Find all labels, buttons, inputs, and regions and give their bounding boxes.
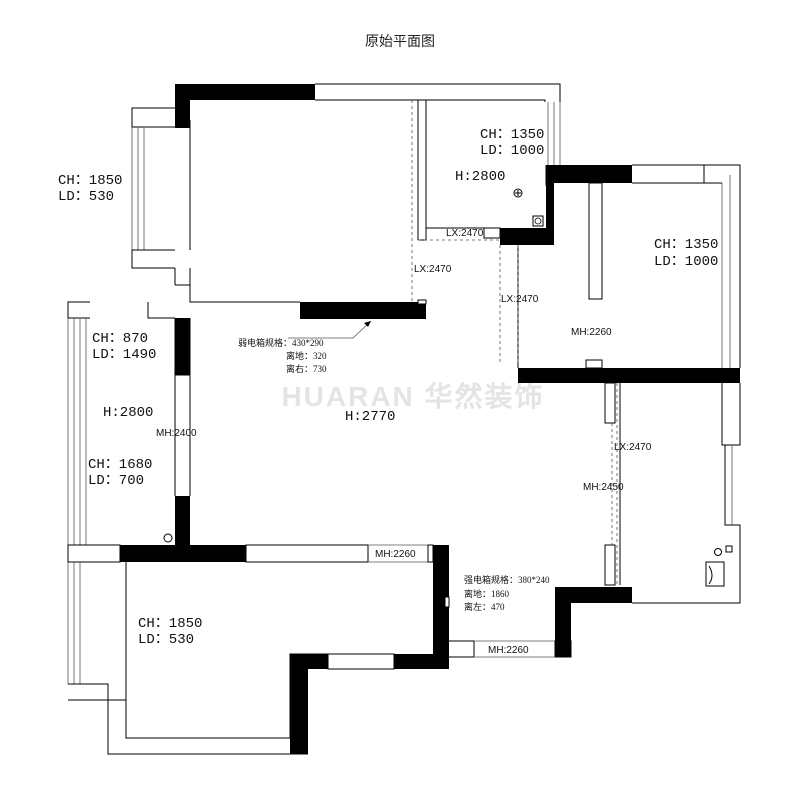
opening-label: LX:2470 bbox=[446, 228, 484, 239]
weak-box-spec: 弱电箱规格：430*290 bbox=[238, 337, 324, 348]
weak-box-right: 离右：730 bbox=[286, 363, 327, 374]
watermark: HUARAN 华然装饰 bbox=[281, 380, 544, 412]
height-label: H:2800 bbox=[103, 405, 153, 421]
door-dashes bbox=[411, 100, 618, 585]
ch-label: CH：1850 bbox=[138, 616, 202, 632]
ch-label: CH：1350 bbox=[480, 127, 544, 143]
height-label: H:2770 bbox=[345, 409, 395, 425]
plan-title: 原始平面图 bbox=[365, 34, 435, 50]
labels: CH：1850 LD：530 CH：1350 LD：1000 H:2800 CH… bbox=[58, 127, 718, 656]
structural-walls bbox=[120, 84, 740, 754]
opening-label: LX:2470 bbox=[414, 264, 452, 275]
pipe-icon bbox=[714, 548, 722, 556]
strong-box-spec: 强电箱规格：380*240 bbox=[464, 574, 550, 585]
ch-label: CH：1350 bbox=[654, 237, 718, 253]
ld-label: LD：700 bbox=[88, 473, 144, 489]
opening-label: LX:2470 bbox=[501, 294, 539, 305]
water-heater-icon bbox=[705, 561, 725, 587]
opening-label: MH:2260 bbox=[375, 549, 416, 560]
ld-label: LD：530 bbox=[138, 632, 194, 648]
height-label: H:2800 bbox=[455, 169, 505, 185]
ld-label: LD：1000 bbox=[654, 254, 718, 270]
ld-label: LD：1000 bbox=[480, 143, 544, 159]
opening-label: MH:2400 bbox=[156, 428, 197, 439]
opening-label: MH:2450 bbox=[583, 482, 624, 493]
ld-label: LD：530 bbox=[58, 189, 114, 205]
ch-label: CH：870 bbox=[92, 331, 148, 347]
weak-box-leader bbox=[288, 320, 372, 339]
strong-box-ground: 离地：1860 bbox=[464, 588, 510, 599]
strong-box-left: 离左：470 bbox=[464, 601, 505, 612]
opening-label: LX:2470 bbox=[614, 442, 652, 453]
fixtures bbox=[163, 188, 733, 608]
weak-box-ground: 离地：320 bbox=[286, 350, 327, 361]
opening-label: MH:2260 bbox=[571, 327, 612, 338]
strong-box-marker bbox=[444, 596, 450, 608]
weak-box-marker bbox=[417, 299, 427, 305]
ld-label: LD：1490 bbox=[92, 347, 156, 363]
ch-label: CH：1680 bbox=[88, 457, 152, 473]
pipe-icon bbox=[163, 533, 173, 543]
outline-lines bbox=[67, 83, 741, 755]
ch-label: CH：1850 bbox=[58, 173, 122, 189]
opening-label: MH:2260 bbox=[488, 645, 529, 656]
